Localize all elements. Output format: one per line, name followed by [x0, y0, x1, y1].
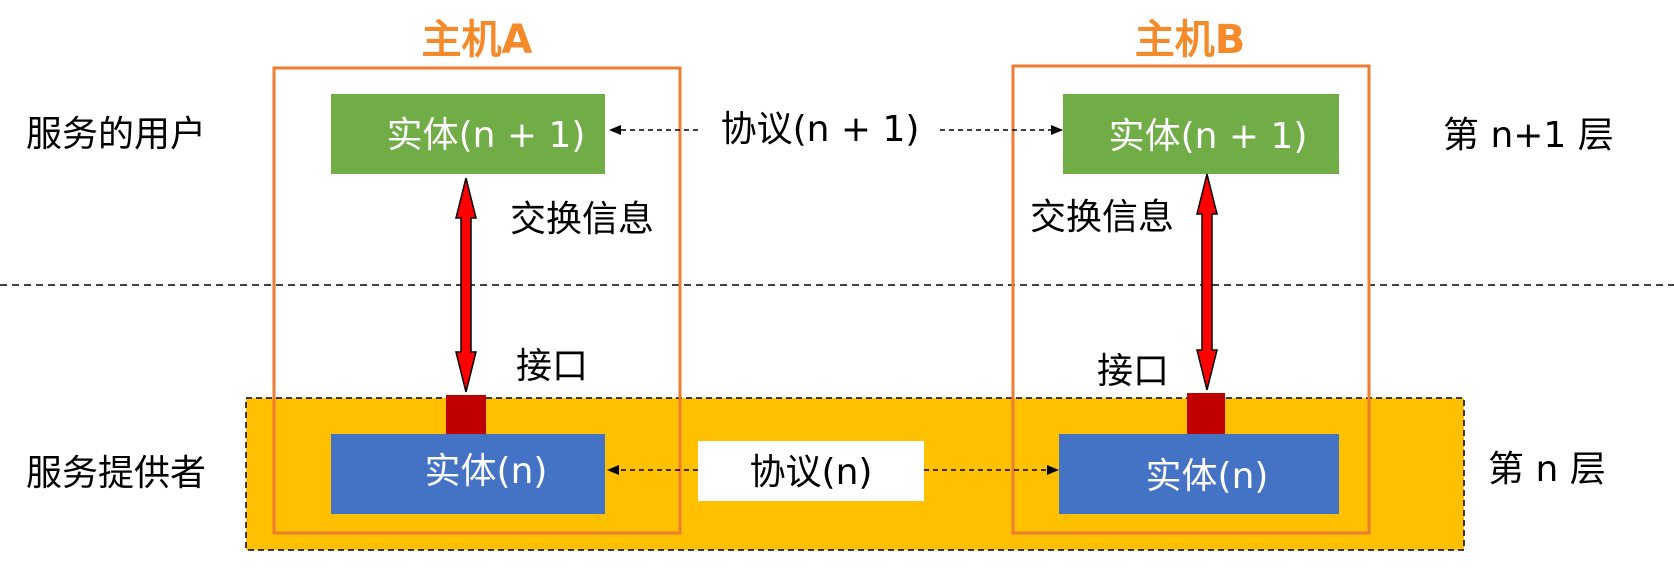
layer-label-lower: 第 n 层: [1488, 449, 1606, 490]
interface-b-marker: [1187, 393, 1225, 434]
entity-a-upper: [331, 94, 605, 174]
row-label-provider: 服务提供者: [26, 453, 206, 494]
host-a-border: [272, 66, 682, 535]
entity-a-upper-label: 实体(n + 1): [387, 115, 586, 156]
row-label-user: 服务的用户: [26, 114, 206, 155]
interface-label-b: 接口: [1097, 351, 1169, 392]
exchange-arrow-a: [455, 177, 477, 393]
protocol-upper-label: 协议(n + 1): [721, 109, 920, 150]
exchange-label-b: 交换信息: [1030, 197, 1174, 238]
interface-a-marker: [446, 395, 486, 434]
protocol-lower-label: 协议(n): [750, 452, 873, 493]
entity-b-lower-label: 实体(n): [1146, 456, 1269, 497]
entity-a-lower: [331, 434, 605, 514]
entity-a-lower-label: 实体(n): [425, 451, 548, 492]
host-b-title: 主机B: [1135, 17, 1246, 63]
host-a-title: 主机A: [422, 17, 533, 63]
host-b-border: [1011, 64, 1371, 535]
layer-label-upper: 第 n+1 层: [1443, 115, 1614, 156]
entity-b-lower: [1059, 434, 1339, 514]
entity-b-upper-label: 实体(n + 1): [1109, 116, 1308, 157]
exchange-label-a: 交换信息: [510, 199, 654, 240]
exchange-arrow-b: [1196, 173, 1218, 391]
protocol-lower-label-box: [698, 441, 924, 501]
entity-b-upper: [1063, 94, 1339, 174]
interface-label-a: 接口: [516, 346, 588, 387]
